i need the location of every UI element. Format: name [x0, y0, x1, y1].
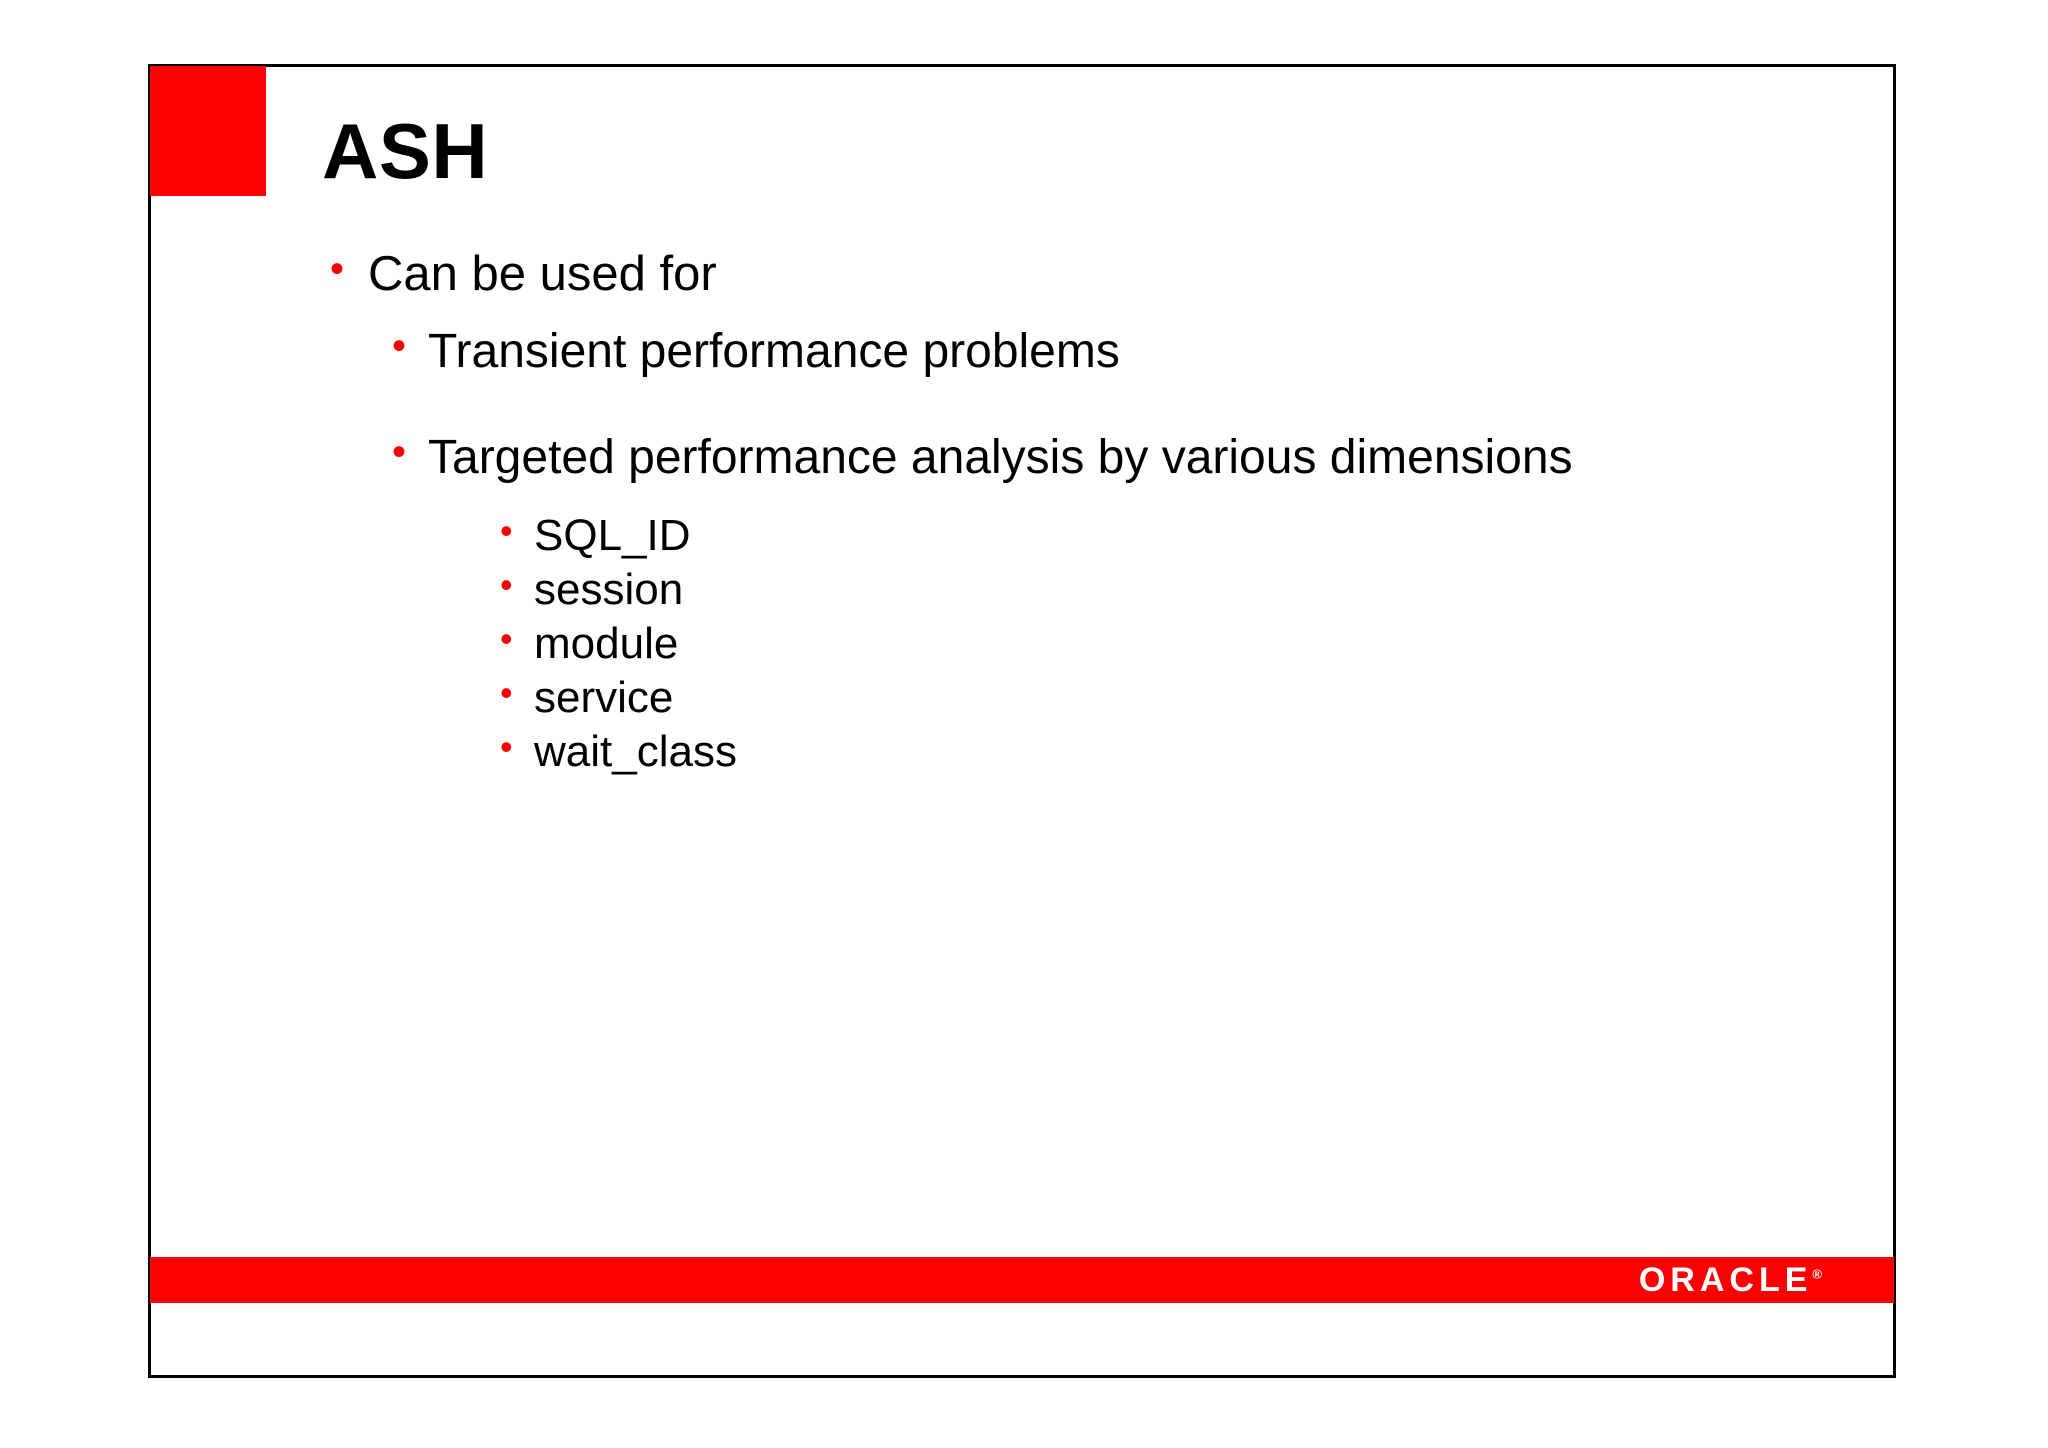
bullet-icon: •: [500, 618, 513, 659]
bullet-icon: •: [500, 672, 513, 713]
bullet-icon: •: [392, 430, 407, 474]
page-title: ASH: [322, 107, 489, 195]
slide-body: • Can be used for • Transient performanc…: [148, 247, 1896, 784]
oracle-logo-text: ORACLE: [1638, 1261, 1813, 1299]
bullet-icon: •: [500, 564, 513, 605]
bullet-icon: •: [392, 324, 407, 368]
list-item: • SQL_ID: [500, 510, 1896, 568]
list-item-label: Targeted performance analysis by various…: [428, 431, 1573, 484]
list-item-label: session: [534, 565, 684, 614]
bullet-icon: •: [330, 247, 345, 291]
list-item: • module: [500, 618, 1896, 676]
red-corner-square-decoration: [150, 66, 266, 196]
list-item-label: Can be used for: [368, 247, 717, 301]
list-item: • Targeted performance analysis by vario…: [392, 430, 1896, 514]
list-item: • Transient performance problems: [392, 324, 1896, 408]
bullet-icon: •: [500, 726, 513, 767]
list-item-label: module: [534, 619, 679, 668]
registered-trademark-icon: ®: [1812, 1266, 1822, 1282]
list-item-label: wait_class: [534, 727, 737, 776]
slide-frame: [148, 64, 1896, 1378]
list-item: • service: [500, 672, 1896, 730]
bullet-icon: •: [500, 510, 513, 551]
list-item: • wait_class: [500, 726, 1896, 784]
list-item: • session: [500, 564, 1896, 622]
list-item-label: Transient performance problems: [428, 325, 1120, 378]
list-item-label: SQL_ID: [534, 511, 691, 560]
list-item: • Can be used for: [330, 247, 1896, 328]
list-item-label: service: [534, 673, 674, 722]
oracle-logo: ORACLE®: [1639, 1263, 1822, 1297]
footer-band: ORACLE®: [150, 1257, 1894, 1303]
